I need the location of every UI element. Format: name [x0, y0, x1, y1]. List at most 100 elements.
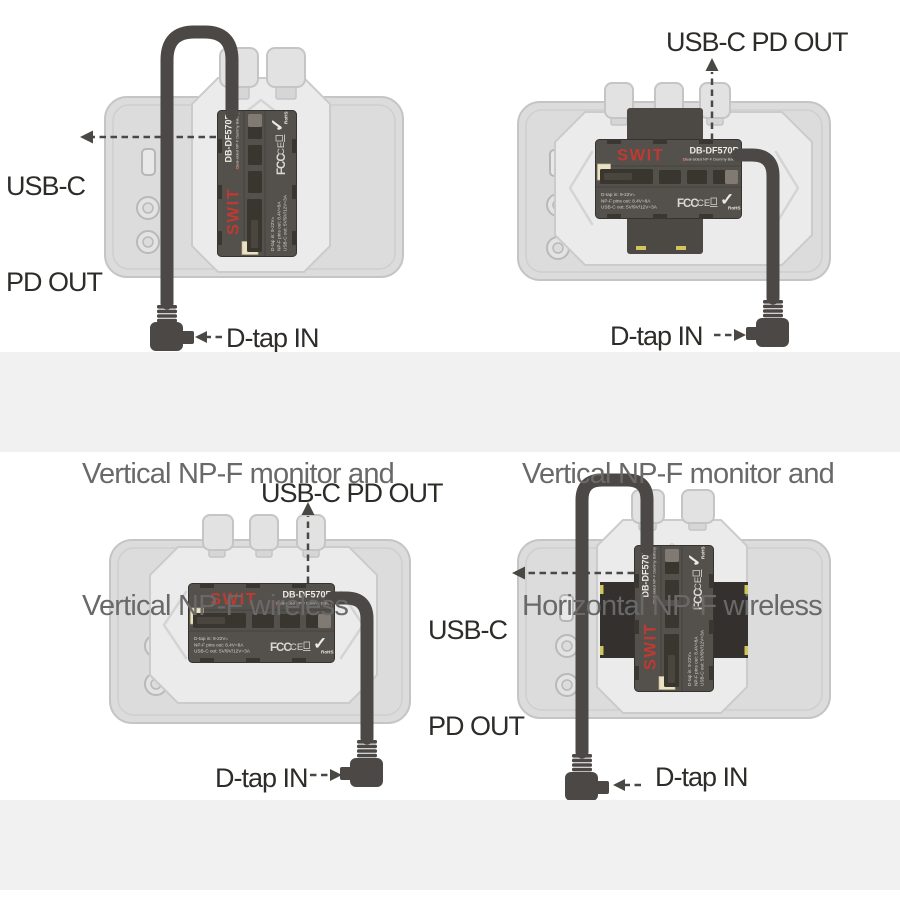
ce-mark: CE [697, 198, 710, 209]
weee-bin-icon [710, 197, 717, 205]
rohs-mark: RoHS [701, 546, 706, 559]
battery-spec-1: D-tap in: 9-22V= [687, 651, 692, 686]
dtap-connector [350, 758, 383, 787]
dtap-cable [731, 148, 780, 305]
horizontal-npf-mount-bar [714, 582, 748, 658]
battery-spec-2: NP-F pins out: 8.4V=8A [693, 636, 698, 686]
rohs-check-icon: ✓ [313, 634, 327, 653]
q3-dtap-in-label: D-tap IN [215, 763, 309, 793]
battery-subtitle: Dual-sided NP-F Dummy Battery [652, 547, 657, 604]
dtap-cable [575, 473, 654, 759]
rohs-check-icon: ✓ [685, 553, 704, 567]
q2-dtap-in-label: D-tap IN [610, 321, 704, 351]
fcc-mark: FCC [276, 154, 288, 175]
battery-subtitle: Dual-sided NP-F Dummy Battery [235, 112, 240, 169]
q4-dtap-in-label: D-tap IN [655, 762, 749, 792]
q1-usbc-pd-out-label: USB-C PD OUT [6, 171, 103, 297]
dtap-arrowhead [330, 769, 342, 781]
rohs-check-icon: ✓ [720, 190, 734, 209]
dtap-cable [160, 25, 239, 310]
battery-spec-1: D-tap in: 9-22V= [194, 636, 229, 641]
q4-usbc-pd-out-label: USB-C PD OUT [428, 615, 525, 741]
q1-dtap-in-label: D-tap IN [226, 323, 320, 353]
rohs-check-icon: ✓ [268, 118, 287, 132]
diagram-q1-vertical-monitor-vertical-wireless: SWIT ® DB-DF570R Dual-sided NP-F Dummy B… [80, 25, 404, 351]
battery-spec-1: D-tap in: 9-22V= [601, 192, 636, 197]
dtap-cable [325, 591, 374, 745]
battery-spec-3: USB-C out: 5V/9V/12V=3A [700, 629, 705, 686]
hdmi-port [559, 594, 574, 622]
cable-strain-relief [157, 305, 177, 323]
weee-bin-icon [303, 641, 310, 649]
rohs-mark: RoHS [321, 650, 334, 655]
battery-model: DB-DF570R [224, 113, 234, 163]
dtap-arrowhead [195, 331, 207, 343]
dtap-arrowhead [613, 779, 625, 791]
battery-spec-2: NP-F pins out: 8.4V=8A [194, 642, 244, 647]
battery-brand-reg: ® [682, 157, 686, 164]
battery-spec-3: USB-C out: 5V/9V/12V=3A [601, 205, 658, 210]
antenna-knob [681, 489, 715, 524]
battery-brand: SWIT [210, 591, 257, 609]
fcc-mark: FCC [270, 642, 291, 654]
antenna-knob [249, 514, 279, 551]
battery-brand-reg: ® [235, 167, 242, 171]
battery-brand: SWIT [617, 147, 664, 165]
weee-bin-icon [692, 570, 700, 577]
battery-model: DB-DF570R [689, 146, 739, 156]
battery-model: DB-DF570R [282, 590, 332, 600]
q2-usbc-pd-out-label: USB-C PD OUT [666, 27, 849, 57]
dtap-arrowhead [734, 329, 746, 341]
battery-brand: SWIT [225, 188, 243, 235]
antenna-knob [699, 82, 731, 119]
antenna-knob [202, 514, 234, 551]
caption-q4: Horizontal NP-F monitor and Vertical NP-… [514, 804, 861, 900]
battery-model: DB-DF570R [641, 548, 651, 598]
diagram-q4-horizontal-monitor-vertical-wireless: SWIT ® DB-DF570R Dual-sided NP-F Dummy B… [512, 473, 831, 800]
battery-spec-1: D-tap in: 9-22V= [270, 216, 275, 251]
battery-spec-3: USB-C out: 5V/9V/12V=3A [194, 649, 251, 654]
usbc-arrowhead [80, 130, 93, 144]
caption-q3: Horizontal NP-F monitor and Horizontal N… [56, 804, 403, 900]
battery-spec-2: NP-F pins out: 8.4V=8A [601, 198, 651, 203]
rohs-mark: RoHS [284, 111, 289, 124]
fcc-mark: FCC [693, 589, 705, 610]
battery-brand-reg: ® [275, 601, 279, 608]
usbc-arrowhead [512, 566, 525, 580]
cable-strain-relief [357, 740, 377, 758]
np-f-dummy-battery: SWIT ® DB-DF570R Dual-sided NP-F Dummy B… [188, 583, 335, 663]
battery-spec-3: USB-C out: 5V/9V/12V=3A [283, 194, 288, 251]
hdmi-port [141, 148, 156, 176]
battery-spec-2: NP-F pins out: 8.4V=8A [276, 201, 281, 251]
cable-strain-relief [763, 300, 783, 318]
usbc-arrowhead [705, 58, 719, 71]
dtap-connector [150, 322, 183, 351]
antenna-knob [266, 47, 306, 88]
antenna-knob [604, 82, 634, 119]
np-f-dummy-battery: SWIT ® DB-DF570R Dual-sided NP-F Dummy B… [595, 139, 742, 219]
cable-strain-relief [572, 754, 592, 772]
battery-subtitle: Dual-sided NP-F Dummy Battery [276, 601, 333, 606]
caption-q2: Vertical NP-F monitor and Horizontal NP-… [522, 458, 835, 622]
battery-brand-reg: ® [652, 602, 659, 606]
diagram-q2-vertical-monitor-horizontal-wireless: SWIT ® DB-DF570R Dual-sided NP-F Dummy B… [517, 58, 831, 347]
fcc-mark: FCC [677, 198, 698, 210]
ce-mark: CE [693, 577, 704, 590]
np-f-dummy-battery: SWIT ® DB-DF570R Dual-sided NP-F Dummy B… [634, 545, 714, 692]
battery-subtitle: Dual-sided NP-F Dummy Battery [683, 157, 740, 162]
q3-usbc-pd-out-label: USB-C PD OUT [261, 478, 444, 508]
caption-q1: Vertical NP-F monitor and Vertical NP-F … [82, 458, 395, 622]
diagram-q3-horizontal-monitor-horizontal-wireless: SWIT ® DB-DF570R Dual-sided NP-F Dummy B… [109, 502, 411, 787]
weee-bin-icon [275, 135, 283, 142]
caption-band-bottom [0, 800, 900, 890]
dtap-connector [565, 772, 598, 800]
ce-mark: CE [276, 142, 287, 155]
usbc-arrowhead [301, 502, 315, 515]
np-f-dummy-battery: SWIT ® DB-DF570R Dual-sided NP-F Dummy B… [217, 110, 297, 257]
caption-band-top [0, 352, 900, 452]
battery-brand: SWIT [642, 623, 660, 670]
ce-mark: CE [290, 642, 303, 653]
rohs-mark: RoHS [728, 206, 741, 211]
dtap-connector [756, 318, 789, 347]
